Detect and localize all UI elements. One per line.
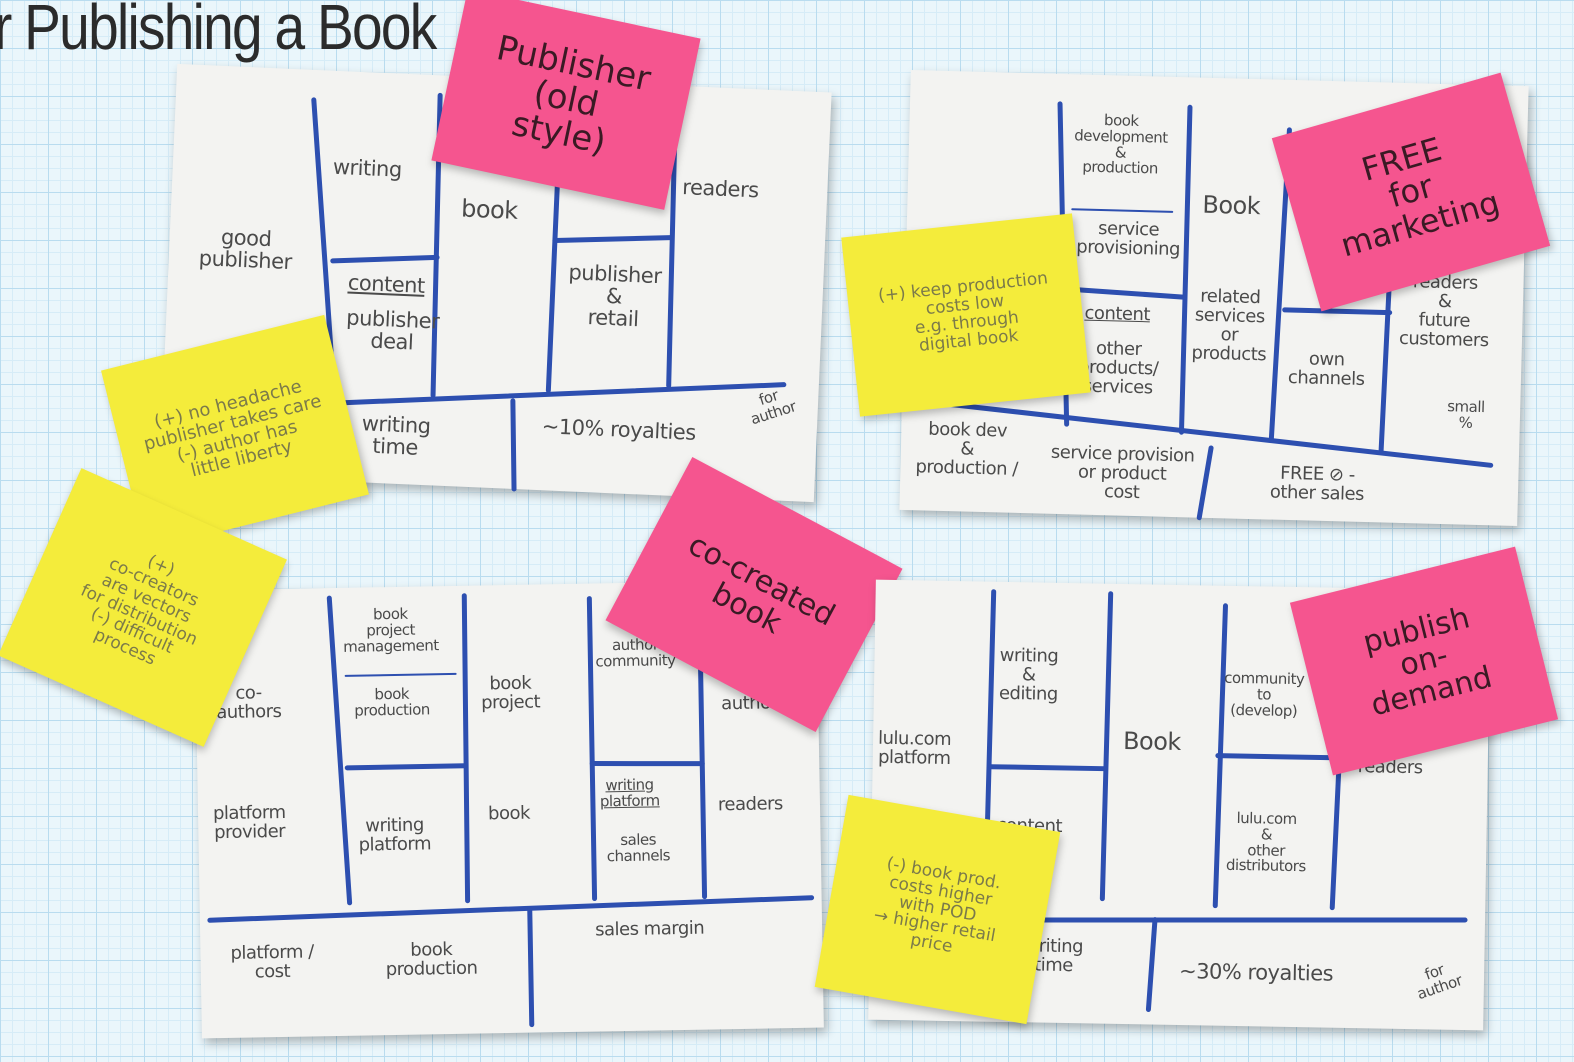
cell-channels-sales: sales channels — [606, 830, 671, 866]
cell-key-partners-platform: platform provider — [212, 801, 286, 844]
cell-customer-segments: readers — [681, 175, 760, 203]
sticky-note-free-pros: (+) keep production costs low e.g. throu… — [841, 213, 1091, 417]
cell-key-partners: lulu.com platform — [877, 727, 952, 769]
cell-key-resources-deal: publisher deal — [345, 305, 440, 355]
sticky-note-pod: publish on- demand — [1289, 546, 1559, 776]
cell-key-resources: content — [1084, 302, 1151, 326]
cell-cost-structure: writing time — [361, 411, 432, 460]
cell-value-proposition: book — [460, 194, 519, 225]
cell-channels: lulu.com & other distributors — [1225, 808, 1306, 876]
cell-value-proposition-book: book — [487, 802, 531, 825]
cell-revenue-streams: FREE ⊘ - other sales — [1269, 462, 1365, 505]
cell-cost-structure: platform / cost — [230, 941, 314, 983]
cell-customer-segments-readers: readers — [717, 793, 784, 816]
sticky-note-pod-cons: (-) book prod. costs higher with POD → h… — [814, 794, 1061, 1025]
cell-key-activities: book project management — [342, 604, 439, 656]
cell-key-activities: book development & production — [1073, 111, 1168, 178]
cell-key-resources: content — [347, 270, 426, 298]
cell-revenue-streams: sales margin — [594, 917, 705, 941]
cell-segments-note: small % — [1447, 397, 1485, 432]
cell-key-activities-service: service provisioning — [1076, 217, 1181, 260]
cell-customer-relationships: community to (develop) — [1224, 668, 1305, 720]
cell-key-resources: writing platform — [358, 814, 432, 856]
cell-cost-structure: book dev & production / — [915, 418, 1019, 480]
cell-channels: own channels — [1287, 348, 1365, 390]
cell-cost-structure-production: book production — [385, 939, 478, 981]
cell-key-activities: writing — [332, 154, 403, 182]
cell-value-related: related services or products — [1191, 285, 1267, 366]
cell-value-proposition: book project — [480, 672, 541, 714]
cell-value-proposition: Book — [1122, 727, 1182, 757]
cell-value-proposition: Book — [1202, 190, 1261, 221]
cell-key-activities: writing & editing — [998, 644, 1059, 705]
page-title: r Publishing a Book — [0, 0, 437, 63]
cell-channels: writing platform — [599, 775, 660, 811]
cell-revenue-streams: ~30% royalties — [1178, 959, 1334, 986]
cell-cost-structure-service: service provision or product cost — [1050, 441, 1195, 503]
cell-key-activities-production: book production — [354, 684, 430, 720]
cell-key-partners: good publisher — [198, 224, 293, 275]
cell-channels: publisher & retail — [568, 260, 662, 332]
